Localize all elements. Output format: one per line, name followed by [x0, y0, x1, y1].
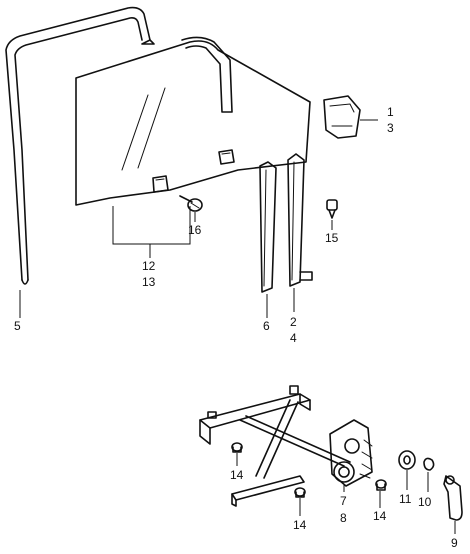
- door-glass: [75, 40, 311, 206]
- front-channel: [259, 161, 277, 293]
- window-regulator: [199, 385, 373, 507]
- bolt-14-bottom: [294, 487, 306, 498]
- callout-16: 16: [188, 223, 202, 237]
- callout-8: 8: [340, 511, 347, 525]
- rear-channel: [287, 153, 313, 287]
- callout-5: 5: [14, 319, 21, 333]
- callout-6: 6: [263, 319, 270, 333]
- callout-15: 15: [325, 231, 339, 245]
- clip-10: [423, 457, 435, 471]
- callout-7: 7: [340, 494, 347, 508]
- callout-14-left: 14: [230, 468, 244, 482]
- glass-bracket-rear: [218, 149, 235, 165]
- washer-11: [398, 450, 416, 470]
- callout-10: 10: [418, 495, 432, 509]
- corner-piece: [323, 95, 361, 139]
- callout-4: 4: [290, 331, 297, 345]
- callout-14-right: 14: [373, 509, 387, 523]
- bolt-16: [179, 195, 203, 212]
- leader-lines: [19, 119, 456, 534]
- clip-15: [326, 199, 338, 219]
- callout-13: 13: [142, 275, 156, 289]
- callout-11: 11: [399, 492, 412, 506]
- callout-12: 12: [142, 259, 156, 273]
- callout-3: 3: [387, 121, 394, 135]
- glass-bracket-front: [152, 175, 169, 193]
- run-channel-weatherstrip: [5, 6, 155, 285]
- callout-14-bottom: 14: [293, 518, 307, 532]
- callout-2: 2: [290, 315, 297, 329]
- bolt-14-right: [375, 479, 387, 491]
- glass-run-frame: [181, 36, 233, 113]
- bolt-14-left: [231, 442, 243, 453]
- window-handle: [443, 475, 463, 521]
- callout-9: 9: [451, 536, 458, 550]
- callout-1: 1: [387, 105, 394, 119]
